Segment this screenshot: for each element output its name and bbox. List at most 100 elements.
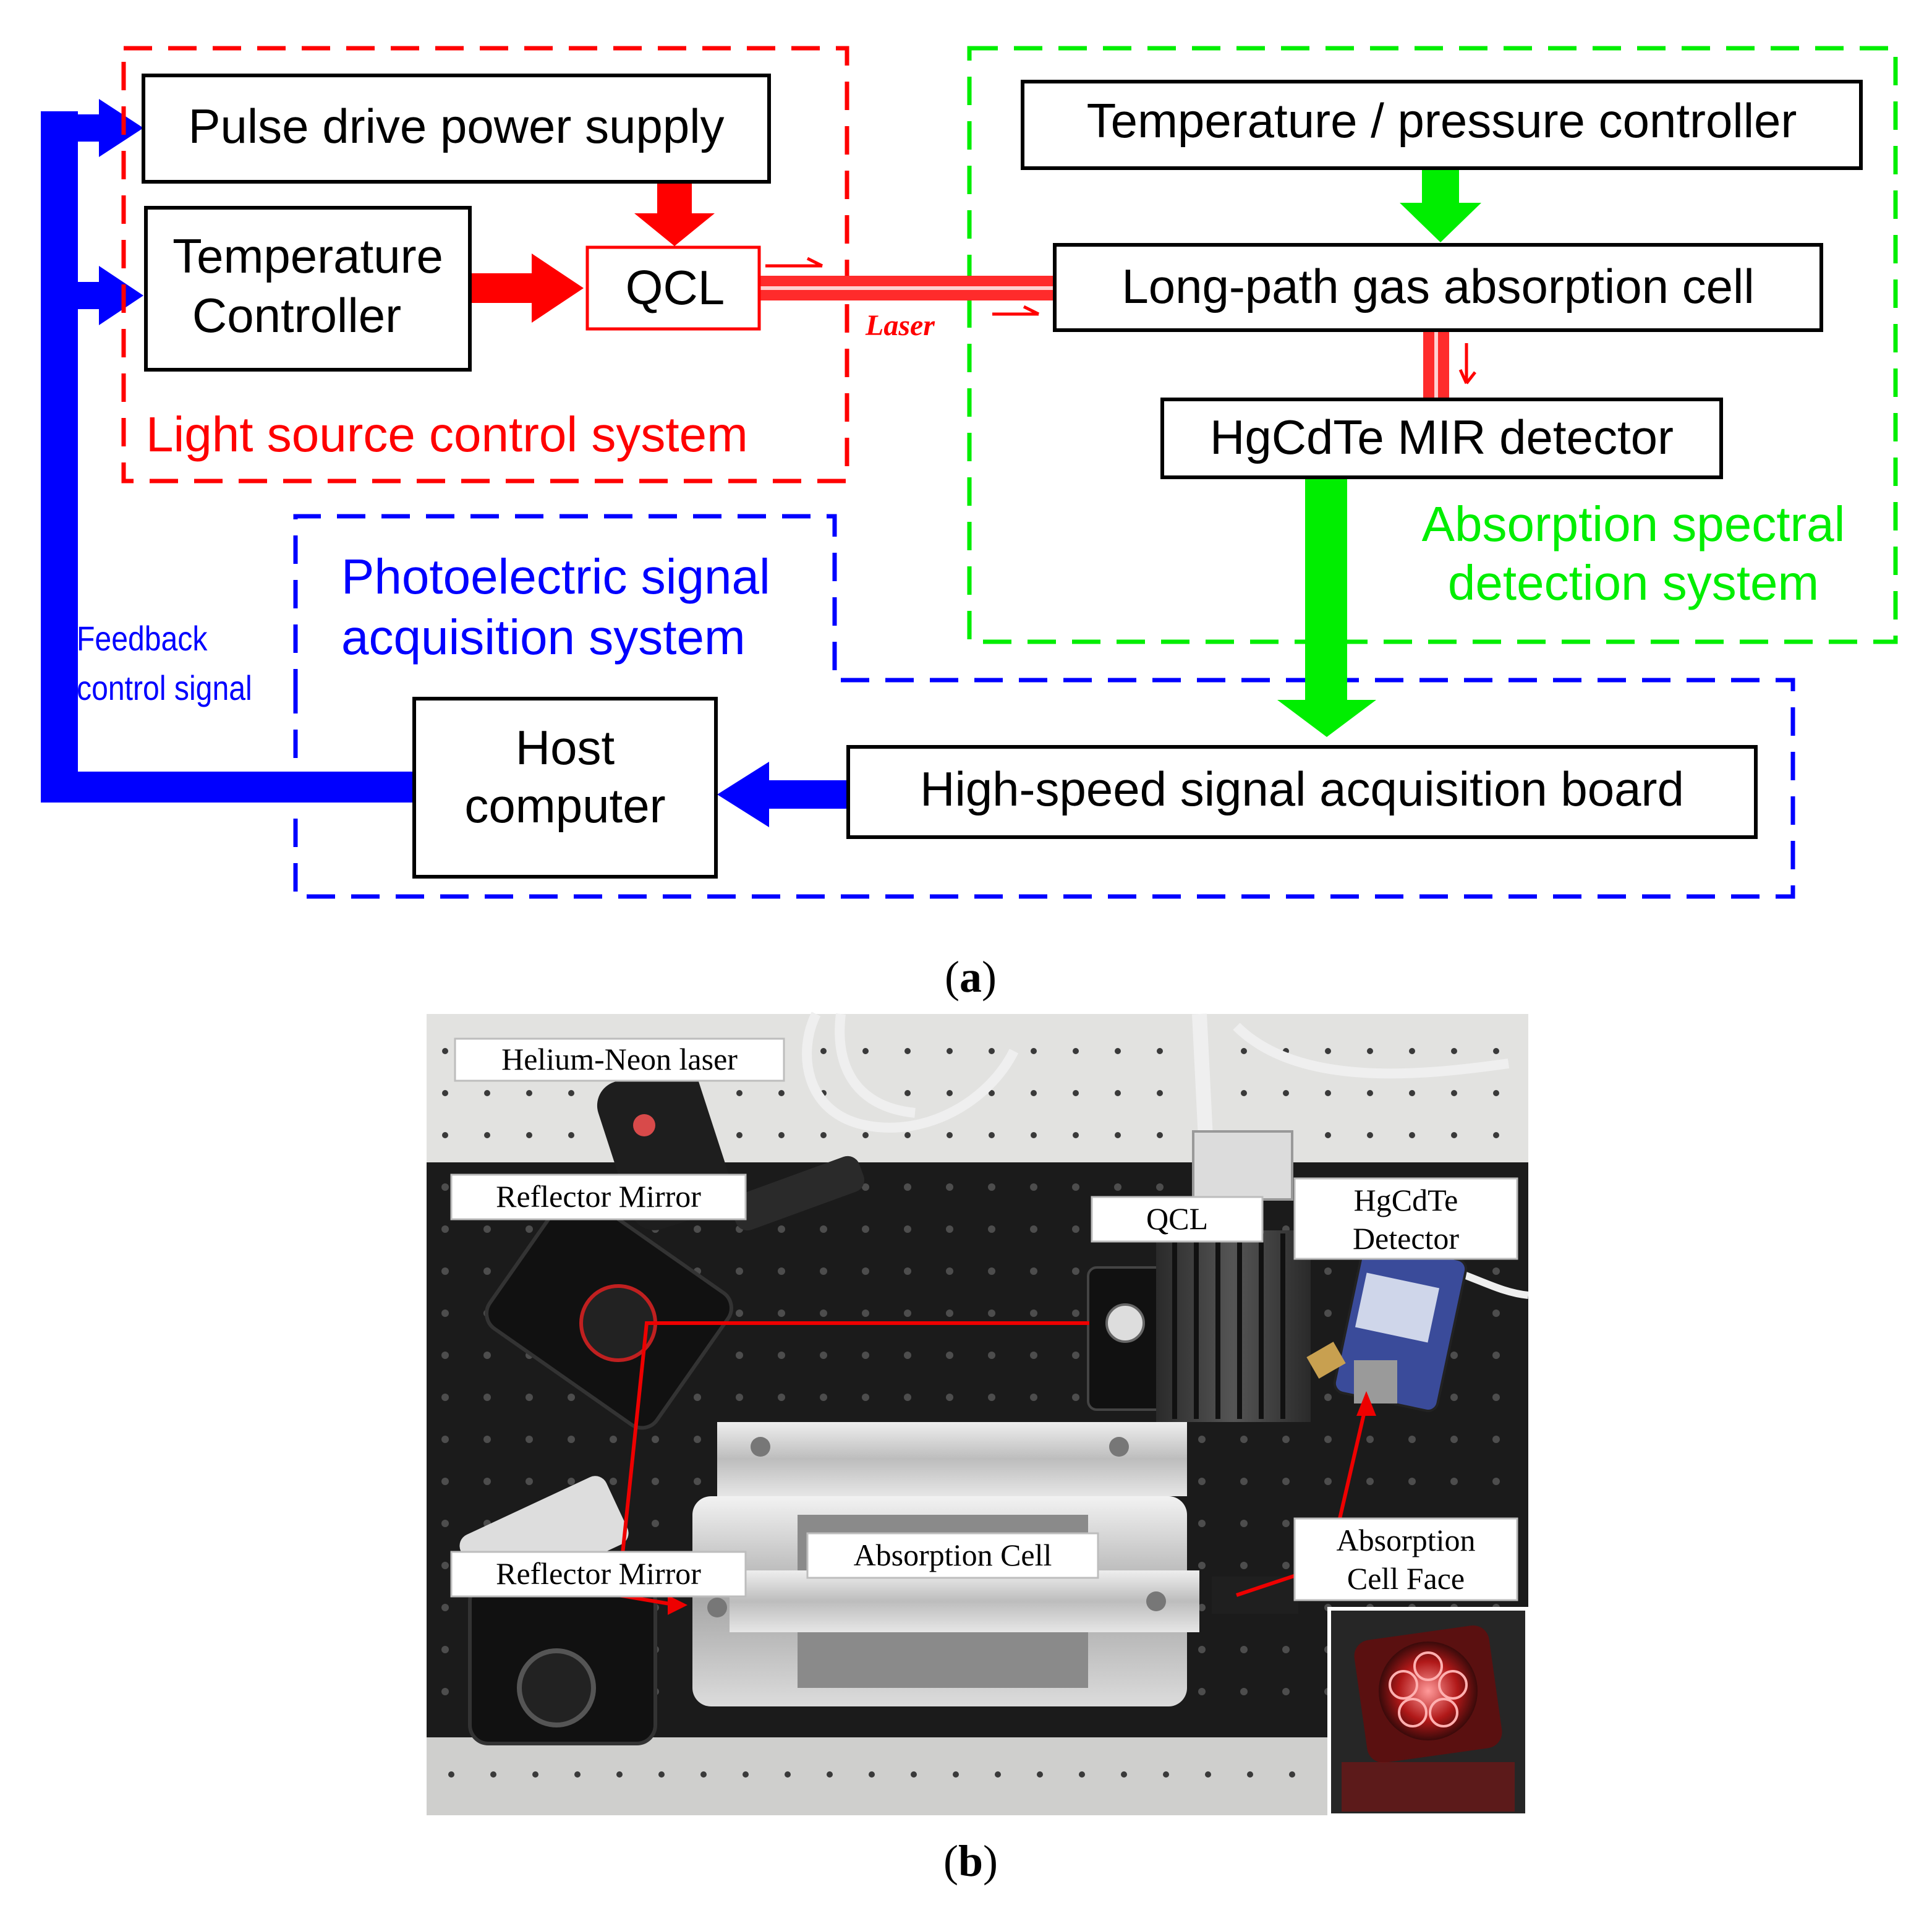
qcl-unit <box>1087 1130 1311 1422</box>
table-hole <box>483 1225 491 1233</box>
table-hole <box>911 1771 917 1778</box>
green-arrows <box>1277 168 1481 737</box>
detector-photo-label-line2: Detector <box>1353 1221 1459 1256</box>
table-hole <box>1240 1646 1248 1653</box>
feedback-bottom-bar <box>41 772 418 803</box>
table-hole <box>1492 1436 1500 1443</box>
pulse-supply-label: Pulse drive power supply <box>188 99 724 153</box>
table-hole <box>995 1771 1001 1778</box>
feedback-label-line1: Feedback <box>77 620 208 658</box>
table-hole <box>694 1394 701 1401</box>
table-hole <box>1241 1048 1247 1054</box>
table-hole <box>1366 1436 1374 1443</box>
table-hole <box>1367 1132 1373 1138</box>
laser-direction-arrow-2 <box>992 305 1040 316</box>
table-hole <box>448 1771 454 1778</box>
photo-label-cell: Absorption Cell <box>806 1532 1099 1579</box>
board-to-host-head <box>717 762 769 827</box>
table-hole <box>820 1394 827 1401</box>
table-hole <box>946 1394 953 1401</box>
table-hole <box>484 1132 490 1138</box>
detector-photo-label-box <box>1293 1177 1518 1260</box>
gas-cell-label: Long-path gas absorption cell <box>1121 259 1754 313</box>
table-hole <box>988 1225 995 1233</box>
table-hole <box>904 1183 911 1191</box>
caption-b-paren-open: ( <box>943 1836 958 1886</box>
cell-label: Absorption Cell <box>854 1538 1052 1572</box>
table-hole <box>658 1771 665 1778</box>
table-hole <box>1324 1478 1332 1485</box>
table-hole <box>1492 1394 1500 1401</box>
table-hole <box>1198 1478 1206 1485</box>
table-hole <box>1282 1646 1290 1653</box>
table-hole <box>1492 1310 1500 1317</box>
mirror-top-label: Reflector Mirror <box>496 1179 701 1214</box>
table-hole <box>947 1090 953 1096</box>
table-hole <box>862 1394 869 1401</box>
table-hole <box>1030 1394 1037 1401</box>
table-hole <box>526 1478 533 1485</box>
laser-annotation: Laser <box>865 309 935 342</box>
table-hole <box>1492 1478 1500 1485</box>
pulse-to-qcl-shaft <box>657 184 692 216</box>
table-hole <box>904 1048 911 1054</box>
table-hole <box>904 1310 911 1317</box>
table-hole <box>1157 1048 1163 1054</box>
cell-screw-4 <box>707 1598 727 1617</box>
table-hole <box>1240 1478 1248 1485</box>
feedback-arrow-top-head <box>99 99 143 157</box>
table-hole <box>1115 1048 1121 1054</box>
photo-label-detector: HgCdTe Detector <box>1293 1177 1518 1260</box>
table-hole <box>568 1132 574 1138</box>
feedback-path <box>41 99 418 803</box>
box-gas-cell: Long-path gas absorption cell <box>1053 243 1823 332</box>
detector-label: HgCdTe MIR detector <box>1210 410 1674 464</box>
qcl-photo-label: QCL <box>1146 1201 1208 1236</box>
face-label-line2: Cell Face <box>1347 1561 1465 1596</box>
table-hole <box>574 1771 581 1778</box>
table-hole <box>526 1394 533 1401</box>
table-hole <box>1030 1183 1037 1191</box>
table-hole <box>988 1310 995 1317</box>
table-hole <box>989 1132 995 1138</box>
table-hole <box>1247 1771 1253 1778</box>
table-hole <box>988 1267 995 1275</box>
photo-label-face: Absorption Cell Face <box>1293 1517 1518 1601</box>
temp-to-qcl-head <box>532 253 584 323</box>
spot-3 <box>1429 1698 1458 1727</box>
table-hole <box>1073 1132 1079 1138</box>
table-hole <box>652 1478 659 1485</box>
table-hole <box>1450 1352 1458 1359</box>
table-hole <box>1325 1048 1331 1054</box>
box-temp-pressure-controller: Temperature / pressure controller <box>1021 80 1863 170</box>
table-hole <box>1031 1048 1037 1054</box>
table-hole <box>1198 1436 1206 1443</box>
table-hole <box>1241 1090 1247 1096</box>
qcl-window <box>1105 1303 1145 1343</box>
photo-label-qcl: QCL <box>1091 1196 1264 1243</box>
table-hole <box>862 1225 869 1233</box>
table-hole <box>1450 1478 1458 1485</box>
table-hole <box>441 1267 449 1275</box>
table-hole <box>778 1090 785 1096</box>
table-hole <box>1031 1132 1037 1138</box>
tp-to-cell-head <box>1400 203 1481 242</box>
table-hole <box>1367 1090 1373 1096</box>
table-hole <box>442 1090 448 1096</box>
light-source-group-label: Light source control system <box>146 407 748 462</box>
table-hole <box>1198 1520 1206 1527</box>
spot-2 <box>1438 1670 1468 1700</box>
table-hole <box>616 1771 623 1778</box>
table-hole <box>1282 1478 1290 1485</box>
face-label-box <box>1293 1517 1518 1601</box>
table-hole <box>989 1090 995 1096</box>
table-hole <box>1492 1267 1500 1275</box>
pulse-supply-frame <box>142 74 771 184</box>
box-host-computer: Host computer <box>412 697 718 879</box>
table-hole <box>568 1436 575 1443</box>
photoelectric-group-label-line1: Photoelectric signal <box>341 549 770 604</box>
box-acquisition-board: High-speed signal acquisition board <box>846 745 1758 839</box>
table-hole <box>1493 1048 1499 1054</box>
table-hole <box>1450 1394 1458 1401</box>
caption-b-letter: b <box>958 1836 983 1886</box>
